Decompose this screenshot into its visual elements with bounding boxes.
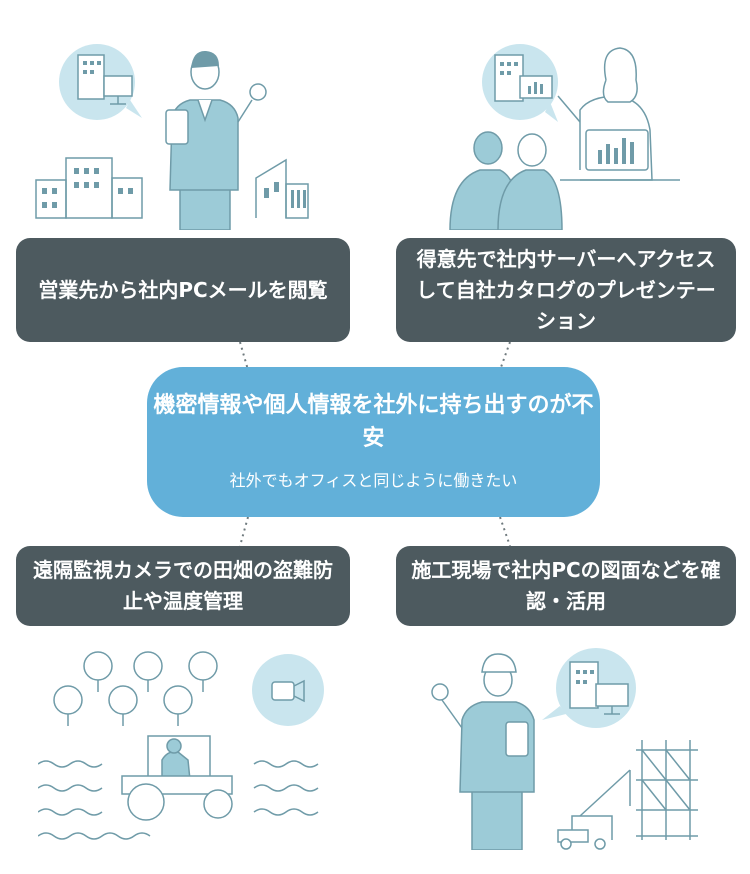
card-construction-site: 施工現場で社内PCの図面などを確認・活用: [396, 546, 736, 626]
card-sales-email-text: 営業先から社内PCメールを閲覧: [38, 277, 328, 302]
center-concern-bubble: 機密情報や個人情報を社外に持ち出すのが不安 社外でもオフィスと同じように働きたい: [147, 367, 600, 517]
card-client-presentation: 得意先で社内サーバーへアクセスして自社カタログのプレゼンテーション: [396, 238, 736, 342]
farm-tractor-camera-icon: [38, 651, 324, 840]
card-sales-email: 営業先から社内PCメールを閲覧: [16, 238, 350, 342]
construction-worker-icon: [431, 648, 698, 850]
card-client-presentation-text: 得意先で社内サーバーへアクセスして自社カタログのプレゼンテーション: [416, 246, 716, 333]
presentation-icon: [449, 44, 680, 230]
center-title: 機密情報や個人情報を社外に持ち出すのが不安: [153, 393, 594, 451]
card-remote-camera-text: 遠隔監視カメラでの田畑の盗難防止や温度管理: [33, 558, 333, 613]
center-subtitle: 社外でもオフィスと同じように働きたい: [229, 471, 518, 490]
card-construction-site-text: 施工現場で社内PCの図面などを確認・活用: [411, 558, 721, 613]
card-remote-camera: 遠隔監視カメラでの田畑の盗難防止や温度管理: [16, 546, 350, 626]
office-worker-with-tablet-icon: [35, 44, 309, 230]
